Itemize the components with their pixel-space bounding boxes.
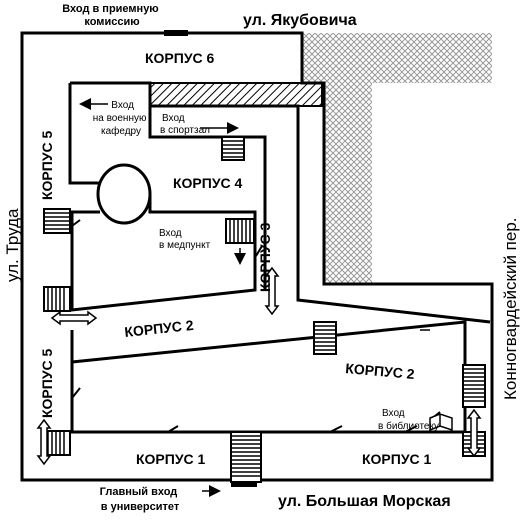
passage-arrow-k3 bbox=[264, 266, 280, 316]
street-right: Конногвардейский пер. bbox=[501, 217, 520, 400]
building-k2-left: КОРПУС 2 bbox=[124, 317, 195, 340]
building-k5-top: КОРПУС 5 bbox=[39, 130, 55, 200]
inner-courtyard-k3 bbox=[70, 195, 257, 312]
campus-outline bbox=[20, 31, 494, 482]
inner-courtyard-k4 bbox=[148, 106, 267, 290]
entrance-library: Вход в библиотеку bbox=[378, 408, 439, 432]
building-k4: КОРПУС 4 bbox=[173, 175, 243, 191]
entrance-military: Вход на военную кафедру bbox=[93, 100, 150, 137]
passage-arrow-k5-lower bbox=[36, 418, 52, 466]
entrance-military-line1: Вход bbox=[111, 100, 134, 111]
entrance-admissions-line1: Вход в приемную bbox=[62, 3, 158, 15]
neighbor-yard-hatched bbox=[302, 33, 492, 284]
entrance-military-line2: на военную bbox=[93, 113, 147, 124]
staircase-gym bbox=[221, 136, 245, 161]
staircase-k2-east bbox=[462, 364, 486, 408]
building-k1-left: КОРПУС 1 bbox=[136, 451, 206, 467]
inner-courtyard-k5 bbox=[68, 83, 100, 185]
entrance-main-line1: Главный вход bbox=[100, 486, 178, 498]
pointer-arrows bbox=[79, 98, 430, 497]
staircase-k2 bbox=[313, 321, 337, 355]
entrance-library-line2: в библиотеку bbox=[378, 420, 439, 432]
building-k5-bottom: КОРПУС 5 bbox=[39, 348, 55, 418]
gate-main bbox=[231, 481, 257, 487]
staircase-k3 bbox=[225, 218, 255, 244]
building-k3: КОРПУС 3 bbox=[257, 222, 273, 292]
staircase-k5-upper bbox=[43, 208, 71, 234]
entrance-medical-line1: Вход bbox=[159, 228, 182, 239]
building-k6: КОРПУС 6 bbox=[145, 50, 215, 66]
inner-courtyard-north bbox=[70, 81, 491, 324]
entrance-medical-line2: в медпункт bbox=[159, 240, 211, 251]
entrance-main-line2: в университет bbox=[101, 501, 180, 513]
passage-arrow-east bbox=[466, 408, 482, 458]
entrance-gym-line1: Вход bbox=[162, 113, 185, 124]
street-top: ул. Якубовича bbox=[243, 12, 357, 29]
building-k2-right: КОРПУС 2 bbox=[345, 360, 416, 382]
hatched-strip bbox=[149, 82, 323, 107]
street-bottom: ул. Большая Морская bbox=[278, 493, 451, 510]
entrance-medical: Вход в медпункт bbox=[159, 228, 211, 251]
passage-arrow-k5 bbox=[50, 310, 98, 326]
staircase-k5-lower bbox=[43, 430, 71, 456]
entrance-admissions-line2: комиссию bbox=[84, 16, 139, 28]
entrance-gym: Вход в спортзал bbox=[160, 113, 210, 136]
entrance-admissions: Вход в приемную комиссию bbox=[62, 3, 162, 28]
street-left: ул. Труда bbox=[3, 208, 22, 282]
building-k1-right: КОРПУС 1 bbox=[362, 451, 432, 467]
rotunda bbox=[96, 163, 152, 225]
book-icon bbox=[429, 413, 453, 432]
staircase-main bbox=[230, 431, 262, 483]
entrance-library-line1: Вход bbox=[382, 408, 405, 419]
entrance-gym-line2: в спортзал bbox=[160, 125, 210, 136]
staircase-k5-mid bbox=[43, 286, 71, 312]
entrance-main: Главный вход в университет bbox=[100, 486, 181, 513]
entrance-military-line3: кафедру bbox=[101, 125, 141, 137]
gate-admissions bbox=[164, 30, 188, 36]
